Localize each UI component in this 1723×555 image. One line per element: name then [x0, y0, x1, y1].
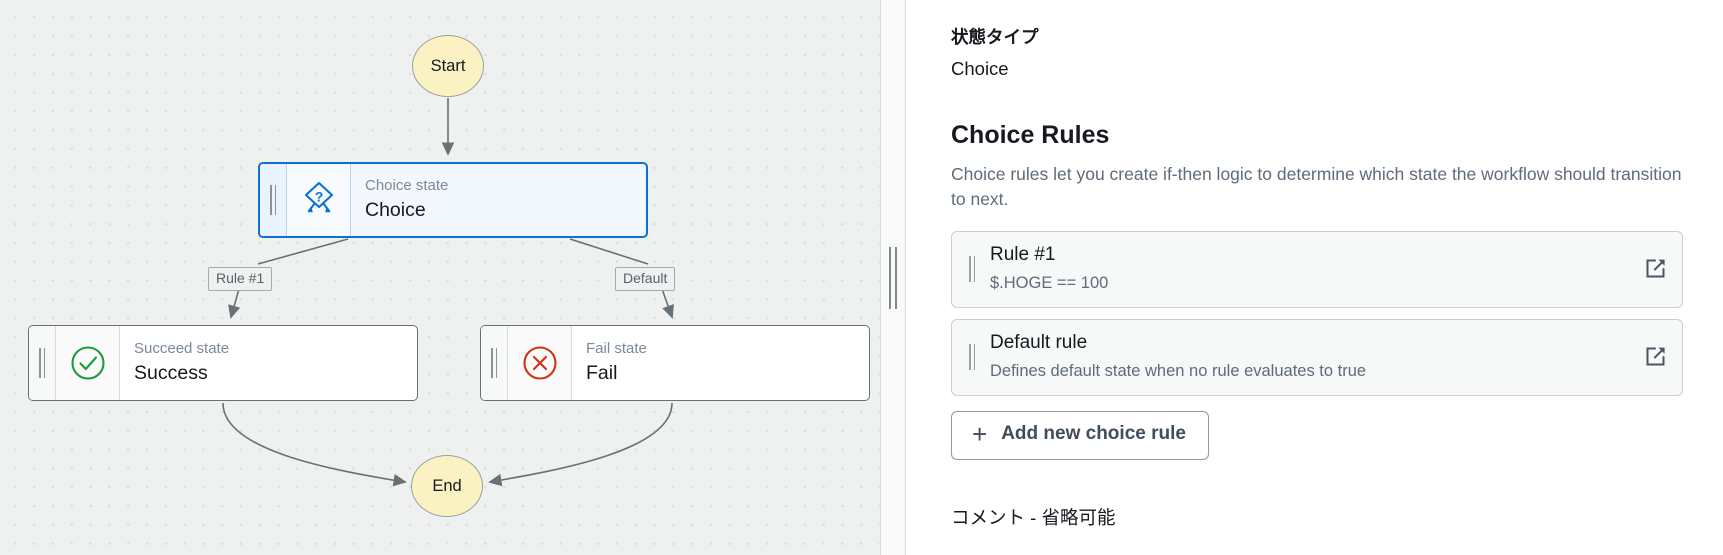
- node-choice-name: Choice: [365, 199, 426, 222]
- rule-drag-handle[interactable]: [962, 331, 982, 383]
- rule-text: Rule #1 $.HOGE == 100: [982, 243, 1634, 295]
- node-fail-name: Fail: [586, 362, 618, 385]
- choice-rules-heading: Choice Rules: [951, 120, 1110, 149]
- state-config-panel: 状態タイプ Choice Choice Rules Choice rules l…: [906, 0, 1723, 555]
- node-start-label: Start: [430, 56, 466, 75]
- state-type-value: Choice: [951, 57, 1009, 79]
- choice-diamond-icon: ?: [287, 164, 351, 236]
- edge-label-default: Default: [615, 267, 676, 291]
- node-fail-type: Fail state: [586, 340, 647, 358]
- node-choice-type: Choice state: [365, 177, 449, 195]
- node-start[interactable]: Start: [412, 35, 484, 97]
- x-circle-icon: [508, 326, 572, 400]
- rule-title: Rule #1: [990, 243, 1056, 265]
- node-succeed-type: Succeed state: [134, 340, 230, 358]
- rule-text: Default rule Defines default state when …: [982, 331, 1634, 383]
- node-end-label: End: [432, 476, 462, 495]
- choice-rules-description: Choice rules let you create if-then logi…: [951, 164, 1682, 209]
- node-choice-text: Choice state Choice: [351, 164, 646, 236]
- node-drag-handle[interactable]: [29, 326, 56, 400]
- comment-field-label: コメント - 省略可能: [951, 506, 1116, 528]
- edit-square-icon[interactable]: [1634, 331, 1668, 383]
- edit-square-icon[interactable]: [1634, 243, 1668, 295]
- rule-card[interactable]: Default rule Defines default state when …: [951, 318, 1683, 396]
- add-new-choice-rule-button[interactable]: + Add new choice rule: [951, 410, 1209, 460]
- node-end[interactable]: End: [411, 455, 483, 517]
- node-fail-text: Fail state Fail: [572, 326, 869, 400]
- check-circle-icon: [56, 326, 120, 400]
- svg-text:?: ?: [314, 189, 323, 205]
- node-drag-handle[interactable]: [260, 164, 287, 236]
- choice-rules-list: Rule #1 $.HOGE == 100 Default rule: [951, 230, 1683, 396]
- node-succeed-state[interactable]: Succeed state Success: [28, 325, 418, 401]
- workflow-edges: [222, 98, 675, 487]
- rule-condition: $.HOGE == 100: [990, 274, 1109, 293]
- rule-title: Default rule: [990, 331, 1088, 353]
- edge-label-rule1: Rule #1: [208, 267, 273, 291]
- state-type-label: 状態タイプ: [951, 27, 1039, 47]
- node-choice-state[interactable]: ? Choice state Choice: [258, 162, 648, 238]
- rule-condition: Defines default state when no rule evalu…: [990, 362, 1367, 381]
- plus-icon: +: [972, 418, 988, 449]
- add-new-choice-rule-label: Add new choice rule: [1001, 423, 1186, 445]
- panel-resize-handle[interactable]: [880, 0, 906, 555]
- node-succeed-name: Success: [134, 362, 208, 385]
- node-drag-handle[interactable]: [481, 326, 508, 400]
- rule-drag-handle[interactable]: [962, 243, 982, 295]
- workflow-canvas[interactable]: Start ? Choice state Choice: [0, 0, 880, 555]
- rule-card[interactable]: Rule #1 $.HOGE == 100: [951, 230, 1683, 308]
- node-fail-state[interactable]: Fail state Fail: [480, 325, 870, 401]
- node-succeed-text: Succeed state Success: [120, 326, 417, 400]
